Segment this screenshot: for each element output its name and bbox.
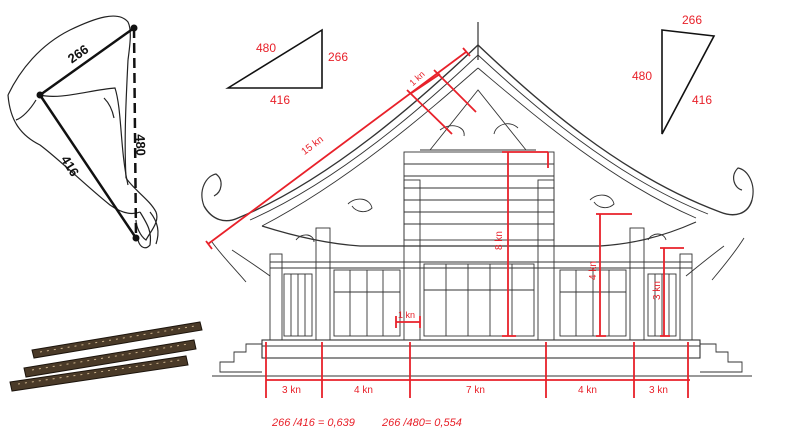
formula-2: 266 /480= 0,554	[381, 417, 462, 429]
arm-measure-lines	[38, 26, 138, 239]
column-2	[315, 227, 331, 341]
rafter-label: 15 kn	[300, 134, 326, 158]
bay-5: 3 kn	[649, 385, 668, 396]
rod-3	[9, 355, 189, 392]
arm-sketch	[7, 15, 159, 249]
steps-left	[219, 343, 262, 373]
side-post-label: 3 kn	[652, 281, 663, 300]
column-4	[537, 179, 555, 341]
formula-1: 266 /416 = 0,639	[271, 417, 355, 429]
triangle-left: 480 266 416	[225, 28, 348, 107]
column-1	[269, 253, 283, 341]
eave-ornament-left	[201, 173, 222, 207]
door-panels	[283, 263, 677, 337]
eave-ornament-right	[733, 167, 754, 201]
triangle-left-right: 266	[328, 50, 348, 64]
annotation-lines	[205, 47, 690, 398]
measuring-rods	[9, 321, 203, 392]
ridge-line	[409, 73, 441, 95]
center-post-label: 8 kn	[494, 231, 505, 250]
temple-elevation	[201, 22, 754, 377]
plinth	[261, 339, 701, 359]
column-5	[629, 227, 645, 341]
roof-right-edge	[477, 44, 753, 216]
arm-label-span: 480	[133, 134, 149, 156]
bay-2: 4 kn	[354, 385, 373, 396]
steps-right	[700, 343, 743, 373]
arm-label-forearm: 416	[58, 153, 82, 179]
roof-left-edge	[203, 44, 479, 222]
triangle-left-bottom: 416	[270, 93, 290, 107]
triangle-right-right: 416	[692, 93, 712, 107]
rod-1	[31, 321, 203, 359]
triangle-right-left: 480	[632, 69, 652, 83]
arm-points	[36, 24, 140, 242]
bay-4: 4 kn	[578, 385, 597, 396]
mid-post-label: 4 kn	[588, 261, 599, 280]
rod-2	[23, 339, 197, 378]
triangle-left-top: 480	[256, 41, 276, 55]
bay-3: 7 kn	[466, 385, 485, 396]
bay-1: 3 kn	[282, 385, 301, 396]
door-width-label: 1 kn	[398, 310, 415, 320]
triangle-right-top: 266	[682, 13, 702, 27]
rafter-line	[207, 51, 467, 245]
triangle-right: 266 480 416	[632, 13, 716, 135]
bay-labels: 3 kn 4 kn 7 kn 4 kn 3 kn	[280, 383, 675, 396]
column-6	[679, 253, 693, 341]
